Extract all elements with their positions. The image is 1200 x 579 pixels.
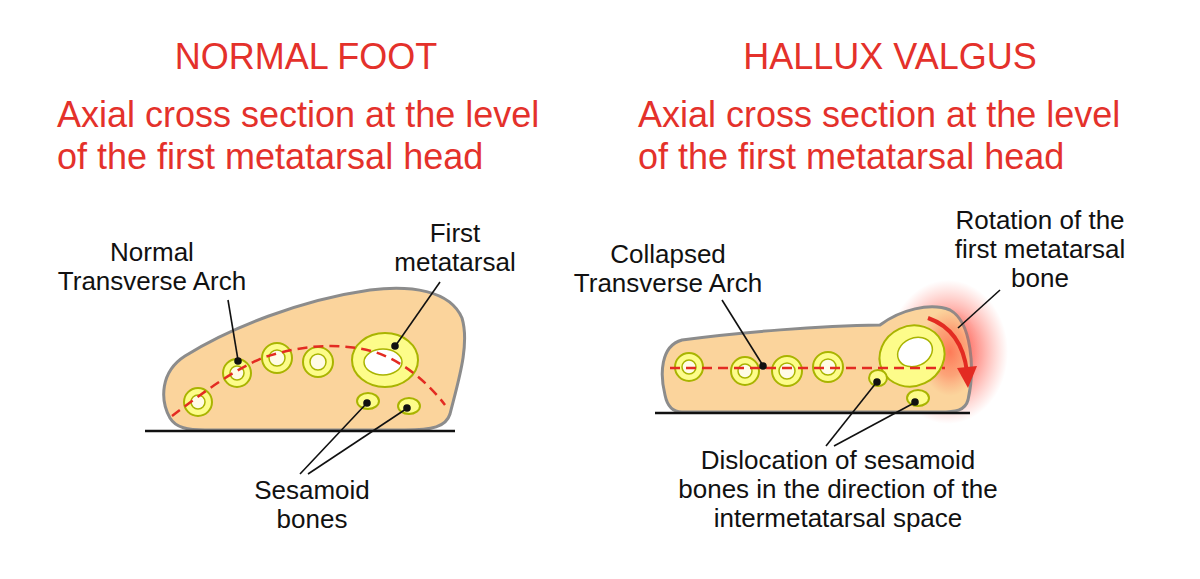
leader-lines (228, 282, 440, 474)
sesamoid (869, 370, 887, 386)
leader-line (722, 300, 762, 364)
part-label: Dislocation of sesamoid bones in the dir… (668, 446, 1008, 533)
leader-dot (404, 405, 410, 411)
sesamoid (357, 393, 379, 409)
part-label: Normal Transverse Arch (47, 238, 257, 296)
bone-core (779, 363, 795, 379)
part-label: Collapsed Transverse Arch (558, 240, 778, 298)
metatarsal-bones (184, 333, 420, 416)
panel-heading: NORMAL FOOT (96, 36, 516, 78)
bone-core (310, 354, 326, 370)
leader-line (396, 282, 440, 345)
panel-subheading: Axial cross section at the level of the … (638, 94, 1143, 178)
bone (731, 357, 759, 385)
bone (184, 388, 212, 416)
leader-line (228, 300, 238, 360)
ground-line (655, 412, 970, 415)
bone (303, 347, 333, 377)
leader-lines (722, 290, 1000, 446)
leader-line (308, 409, 406, 474)
leader-dot (874, 379, 880, 385)
foot-outline (662, 307, 971, 412)
leader-dot (760, 363, 766, 369)
ground-line (145, 430, 455, 433)
normal-foot (145, 282, 465, 474)
leader-line (958, 290, 1000, 328)
part-label: Rotation of the first metatarsal bone (940, 206, 1140, 293)
foot-outline (164, 288, 465, 430)
bone-core (893, 332, 937, 373)
leader-dot (235, 358, 241, 364)
bone-marrow (191, 349, 402, 409)
bone-marrow (682, 332, 937, 379)
transverse-arch-line (670, 367, 945, 370)
bone-core (738, 364, 752, 378)
metatarsal-bones (675, 315, 955, 406)
first-metatarsal (352, 333, 418, 387)
transverse-arch-line (172, 346, 445, 416)
part-label: First metatarsal (380, 219, 530, 277)
leader-line (300, 404, 366, 474)
hallux-valgus-foot (655, 280, 1008, 446)
leader-dot (392, 343, 398, 349)
sesamoid (907, 390, 929, 406)
leader-line (834, 403, 914, 446)
bone (262, 343, 292, 373)
part-label: Sesamoid bones (237, 476, 387, 534)
panel-subheading: Axial cross section at the level of the … (57, 94, 562, 178)
panel-heading: HALLUX VALGUS (680, 36, 1100, 78)
bone (772, 356, 802, 386)
leader-dot (364, 400, 370, 406)
rotation-arrowhead (957, 366, 977, 388)
bone (223, 359, 251, 387)
leader-dot (912, 399, 918, 405)
